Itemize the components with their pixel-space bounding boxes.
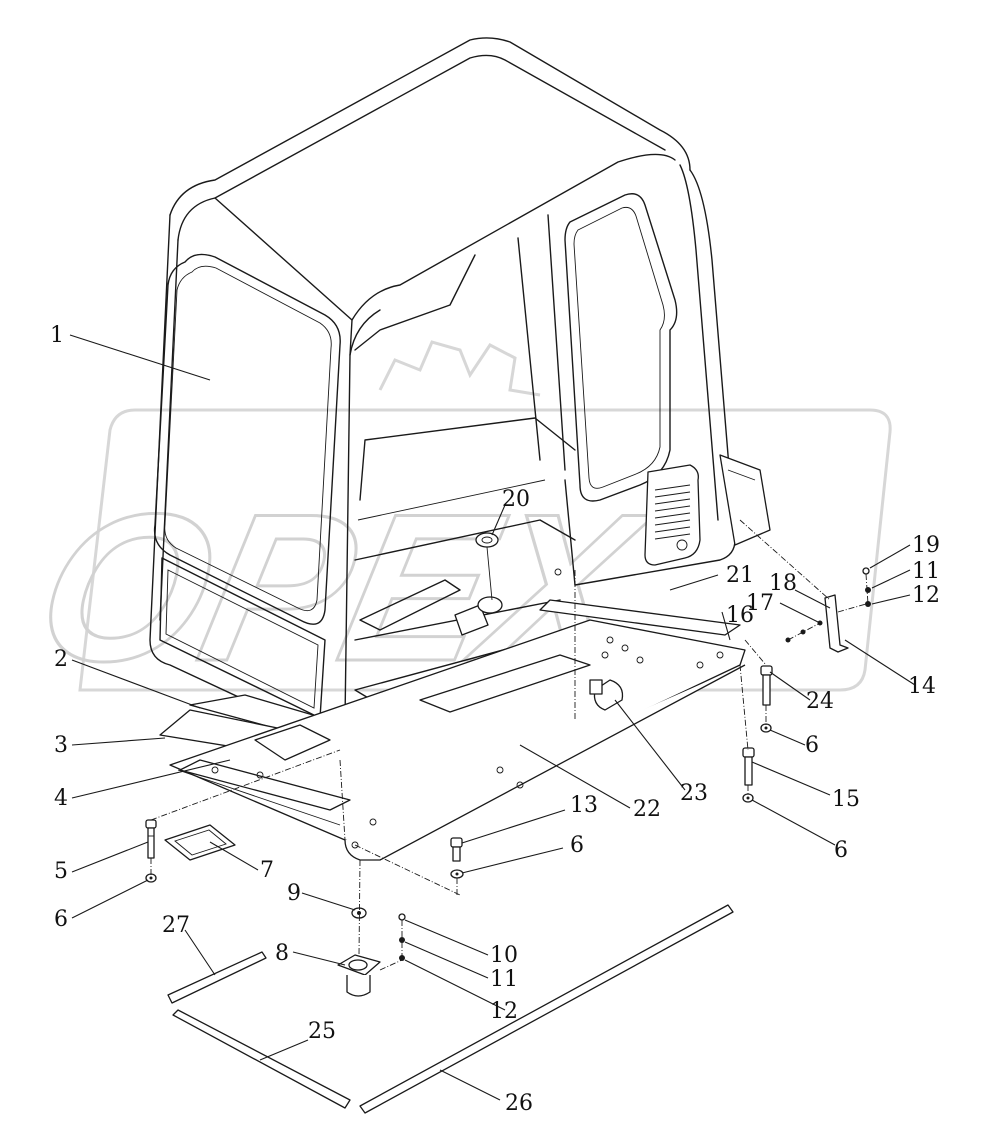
- callout-26: 26: [505, 1091, 533, 1116]
- washer-11b: [865, 587, 871, 593]
- cover-plate-7: [164, 824, 236, 861]
- vent-grille-icon: [654, 484, 691, 540]
- callout-8: 8: [275, 941, 289, 966]
- callout-5: 5: [54, 859, 68, 884]
- bolt-5: [145, 819, 157, 859]
- bolt-15: [742, 747, 755, 786]
- callout-labels: 1 2 3 4 5 6 7 8 9 10 11 12 13 6 22 23 15…: [50, 323, 940, 1116]
- washer-6c: [760, 723, 772, 733]
- callout-1: 1: [50, 323, 64, 348]
- leader-lines: [69, 334, 916, 1101]
- strip-26: [359, 904, 734, 1114]
- callout-19: 19: [912, 533, 940, 558]
- bolt-13: [450, 837, 463, 862]
- callout-11a: 11: [490, 967, 518, 992]
- callout-16: 16: [726, 603, 754, 628]
- callout-6d: 6: [805, 733, 819, 758]
- floor-plates: [159, 568, 746, 861]
- bracket-14: [824, 594, 849, 653]
- callout-27: 27: [162, 913, 190, 938]
- callout-18: 18: [769, 571, 797, 596]
- grommet-20: [475, 532, 499, 601]
- screw-10: [398, 913, 406, 921]
- watermark-outline: [78, 408, 892, 692]
- callout-15: 15: [832, 787, 860, 812]
- callout-22: 22: [633, 797, 661, 822]
- callout-20: 20: [502, 487, 530, 512]
- screw-19: [862, 567, 870, 575]
- callout-10: 10: [490, 943, 518, 968]
- washer-6a: [145, 873, 157, 883]
- callout-14: 14: [908, 674, 936, 699]
- callout-13: 13: [570, 793, 598, 818]
- mount-8: [337, 954, 381, 997]
- callout-7: 7: [260, 858, 274, 883]
- floor-holes: [211, 568, 724, 849]
- bolt-24: [760, 665, 773, 706]
- cab-body: [149, 37, 771, 739]
- callout-9: 9: [287, 881, 301, 906]
- washer-6b: [450, 869, 464, 879]
- callout-4: 4: [54, 786, 68, 811]
- callout-25: 25: [308, 1019, 336, 1044]
- callout-2: 2: [54, 647, 68, 672]
- callout-3: 3: [54, 733, 68, 758]
- seal-strips: [167, 904, 734, 1114]
- callout-6c: 6: [834, 838, 848, 863]
- callout-6b: 6: [570, 833, 584, 858]
- watermark-gear-icon: [378, 340, 541, 397]
- strip-27: [167, 951, 267, 1004]
- callout-21: 21: [726, 563, 754, 588]
- callout-12b: 12: [912, 583, 940, 608]
- assembly-lines: [150, 519, 869, 971]
- bracket-23: [589, 679, 624, 711]
- callout-11b: 11: [912, 559, 940, 584]
- callout-6a: 6: [54, 907, 68, 932]
- callout-17: 17: [746, 591, 774, 616]
- callout-12a: 12: [490, 999, 518, 1024]
- callout-23: 23: [680, 781, 708, 806]
- washer-6d: [742, 793, 754, 803]
- callout-24: 24: [806, 689, 834, 714]
